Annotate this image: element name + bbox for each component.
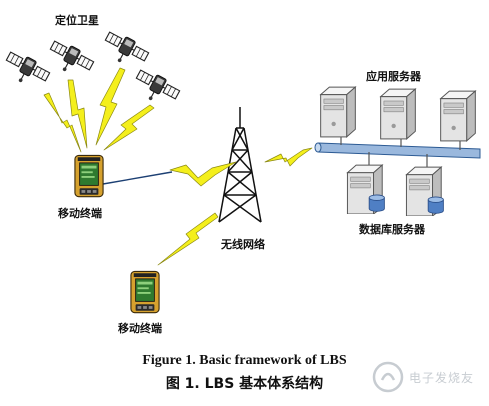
watermark-text: 电子发烧友 xyxy=(409,371,475,385)
mobile-terminal-label: 移动终端 xyxy=(118,322,162,335)
database-server-icon xyxy=(405,166,444,216)
network-bus-icon xyxy=(314,142,481,159)
lightning-bolt-icon xyxy=(43,92,82,153)
satellite-icon xyxy=(49,37,95,74)
handheld-gps-terminal-icon xyxy=(130,270,160,314)
wireless-network-label: 无线网络 xyxy=(221,238,265,251)
handheld-gps-terminal-icon xyxy=(74,154,104,198)
lightning-bolt-icon xyxy=(264,147,313,167)
server-icon xyxy=(320,86,356,138)
app-servers-label: 应用服务器 xyxy=(366,70,421,83)
db-servers-label: 数据库服务器 xyxy=(359,223,425,236)
watermark-logo: 电子发烧友 xyxy=(371,360,483,394)
lightning-bolt-icon xyxy=(67,79,88,149)
server-icon xyxy=(440,90,476,142)
lightning-bolt-icon xyxy=(157,212,219,266)
server-icon xyxy=(380,88,416,140)
figure-caption-english: Figure 1. Basic framework of LBS xyxy=(142,353,347,368)
satellite-icon xyxy=(5,48,51,85)
figure-caption-chinese: 图 1. LBS 基本体系结构 xyxy=(165,376,324,392)
radio-tower-icon xyxy=(218,107,262,223)
lightning-bolt-icon xyxy=(169,161,237,187)
satellites-label: 定位卫星 xyxy=(55,14,99,27)
lightning-bolt-icon xyxy=(103,104,155,151)
watermark-emblem-icon xyxy=(372,361,404,393)
link-device-to-tower xyxy=(102,171,173,185)
satellite-icon xyxy=(135,66,181,103)
mobile-terminal-label: 移动终端 xyxy=(58,207,102,220)
lightning-bolt-icon xyxy=(95,67,126,146)
database-server-icon xyxy=(346,164,385,214)
satellite-icon xyxy=(104,28,150,65)
